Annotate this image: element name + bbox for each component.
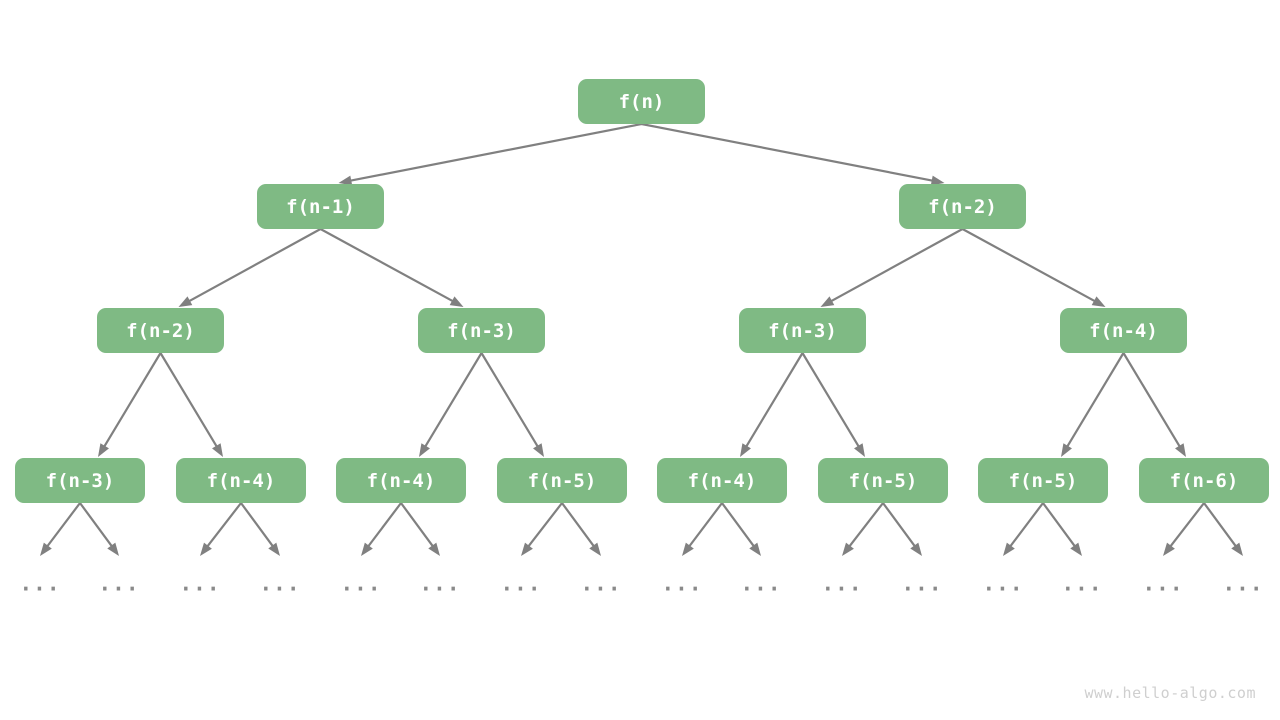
ellipsis-marker: ... bbox=[580, 571, 622, 596]
tree-node: f(n-5) bbox=[978, 458, 1108, 503]
ellipsis-marker: ... bbox=[901, 571, 943, 596]
tree-node: f(n-2) bbox=[97, 308, 224, 353]
ellipsis-marker: ... bbox=[98, 571, 140, 596]
ellipsis-marker: ... bbox=[1142, 571, 1184, 596]
ellipsis-marker: ... bbox=[259, 571, 301, 596]
tree-node: f(n-3) bbox=[15, 458, 145, 503]
ellipsis-marker: ... bbox=[661, 571, 703, 596]
tree-leaf-edge bbox=[682, 502, 723, 556]
tree-edge bbox=[1061, 352, 1125, 457]
ellipsis-marker: ... bbox=[1222, 571, 1264, 596]
tree-node: f(n-3) bbox=[739, 308, 866, 353]
tree-edge bbox=[801, 352, 865, 457]
tree-leaf-edge bbox=[842, 502, 884, 556]
tree-edge bbox=[740, 352, 804, 457]
watermark: www.hello-algo.com bbox=[1084, 684, 1256, 702]
tree-edge bbox=[98, 352, 162, 457]
tree-edge bbox=[820, 228, 964, 307]
tree-node: f(n-4) bbox=[657, 458, 787, 503]
tree-edge bbox=[480, 352, 544, 457]
tree-node: f(n-1) bbox=[257, 184, 384, 229]
tree-leaf-edge bbox=[361, 502, 402, 556]
tree-node: f(n-4) bbox=[176, 458, 306, 503]
ellipsis-marker: ... bbox=[821, 571, 863, 596]
ellipsis-marker: ... bbox=[982, 571, 1024, 596]
ellipsis-marker: ... bbox=[19, 571, 61, 596]
tree-node: f(n-6) bbox=[1139, 458, 1269, 503]
ellipsis-marker: ... bbox=[500, 571, 542, 596]
tree-leaf-edge bbox=[1003, 502, 1044, 556]
tree-node: f(n-4) bbox=[336, 458, 466, 503]
tree-edge bbox=[641, 122, 945, 186]
tree-leaf-edge bbox=[79, 502, 119, 556]
tree-leaf-edge bbox=[40, 502, 81, 556]
ellipsis-marker: ... bbox=[340, 571, 382, 596]
tree-leaf-edge bbox=[561, 502, 601, 556]
tree-node: f(n-3) bbox=[418, 308, 545, 353]
tree-leaf-edge bbox=[882, 502, 922, 556]
tree-leaf-edge bbox=[400, 502, 440, 556]
tree-edge bbox=[178, 228, 322, 307]
tree-node: f(n-5) bbox=[818, 458, 948, 503]
ellipsis-marker: ... bbox=[740, 571, 782, 596]
tree-edge bbox=[961, 228, 1106, 307]
ellipsis-marker: ... bbox=[179, 571, 221, 596]
tree-node: f(n) bbox=[578, 79, 705, 124]
tree-edge bbox=[419, 352, 483, 457]
tree-edge bbox=[159, 352, 223, 457]
tree-node: f(n-4) bbox=[1060, 308, 1187, 353]
tree-leaf-edge bbox=[1203, 502, 1243, 556]
tree-edge bbox=[319, 228, 464, 307]
tree-edge bbox=[1122, 352, 1186, 457]
tree-edge bbox=[338, 122, 642, 186]
tree-node: f(n-5) bbox=[497, 458, 627, 503]
ellipsis-marker: ... bbox=[419, 571, 461, 596]
ellipsis-marker: ... bbox=[1061, 571, 1103, 596]
tree-leaf-edge bbox=[1163, 502, 1205, 556]
tree-leaf-edge bbox=[240, 502, 280, 556]
tree-leaf-edge bbox=[200, 502, 242, 556]
tree-leaf-edge bbox=[521, 502, 563, 556]
tree-leaf-edge bbox=[1042, 502, 1082, 556]
tree-leaf-edge bbox=[721, 502, 761, 556]
tree-node: f(n-2) bbox=[899, 184, 1026, 229]
